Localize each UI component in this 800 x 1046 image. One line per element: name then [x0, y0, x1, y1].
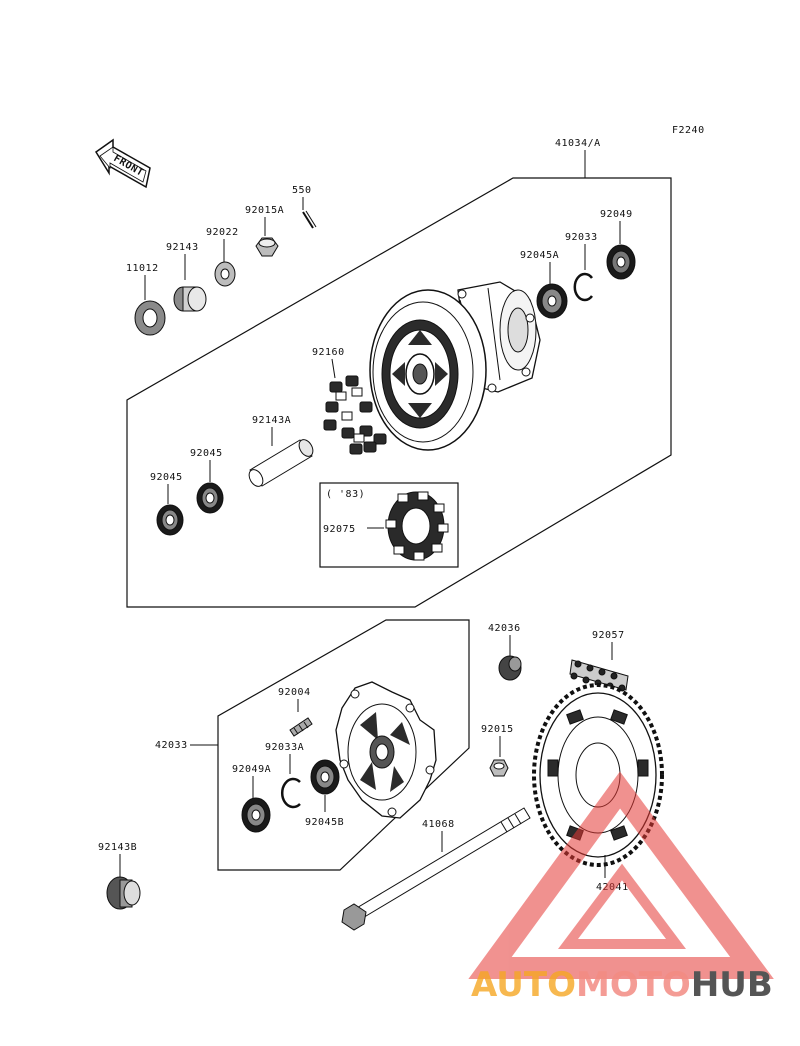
label-92004: 92004 — [278, 687, 311, 698]
watermark-auto: AUTO — [471, 965, 576, 1005]
seal-11012 — [134, 300, 166, 336]
label-550: 550 — [292, 185, 312, 196]
label-92015A: 92015A — [245, 205, 284, 216]
damper-92160 — [323, 375, 387, 455]
label-42036: 42036 — [488, 623, 521, 634]
label-92033A: 92033A — [265, 742, 304, 753]
label-92160: 92160 — [312, 347, 345, 358]
nut-92015 — [489, 759, 509, 777]
collar-92143B — [106, 876, 141, 910]
stud-92004 — [289, 717, 313, 737]
label-92045A: 92045A — [520, 250, 559, 261]
label-92143A: 92143A — [252, 415, 291, 426]
label-42033: 42033 — [155, 740, 188, 751]
bearing-92045A — [536, 283, 568, 319]
label-92045-lower: 92045 — [150, 472, 183, 483]
label-92045B: 92045B — [305, 817, 344, 828]
damper-92075 — [385, 491, 449, 561]
inset-box-83 — [319, 482, 459, 568]
watermark-moto: MOTO — [576, 965, 691, 1005]
watermark-text: AUTOMOTOHUB — [471, 965, 773, 1005]
label-92075: 92075 — [323, 524, 356, 535]
circlip-92033 — [573, 272, 594, 302]
bearing-92049 — [606, 244, 636, 280]
bearing-92049A — [241, 797, 271, 833]
coupling-group-frame — [217, 619, 470, 871]
label-92143: 92143 — [166, 242, 199, 253]
axle-41068 — [341, 807, 531, 931]
label-41068: 41068 — [422, 819, 455, 830]
label-92049: 92049 — [600, 209, 633, 220]
collar-tube-92143A — [248, 439, 314, 487]
label-92049A: 92049A — [232, 764, 271, 775]
watermark-logo — [468, 771, 774, 979]
label-92057: 92057 — [592, 630, 625, 641]
label-92033: 92033 — [565, 232, 598, 243]
wheel-hub — [369, 281, 541, 451]
grommet-42036 — [498, 655, 522, 681]
bearing-92045-lower — [156, 504, 184, 536]
label-92143B: 92143B — [98, 842, 137, 853]
front-arrow-icon: FRONT — [94, 138, 151, 189]
inset-note: ( '83) — [326, 489, 365, 500]
axle-nut-92015A — [255, 237, 279, 257]
label-92015: 92015 — [481, 724, 514, 735]
figure-code: F2240 — [672, 125, 705, 136]
watermark-hub: HUB — [691, 965, 773, 1005]
cotter-pin-550 — [302, 210, 317, 229]
chain-92057 — [569, 659, 629, 692]
collar-92143 — [173, 286, 207, 312]
sprocket-coupling — [335, 681, 437, 819]
circlip-92033A — [281, 777, 301, 809]
hub-group-frame — [126, 177, 672, 608]
bearing-92045-upper — [196, 482, 224, 514]
washer-92022 — [214, 261, 236, 287]
label-92045-upper: 92045 — [190, 448, 223, 459]
label-92022: 92022 — [206, 227, 239, 238]
label-11012: 11012 — [126, 263, 159, 274]
bearing-92045B — [310, 759, 340, 795]
label-41034A: 41034/A — [555, 138, 601, 149]
